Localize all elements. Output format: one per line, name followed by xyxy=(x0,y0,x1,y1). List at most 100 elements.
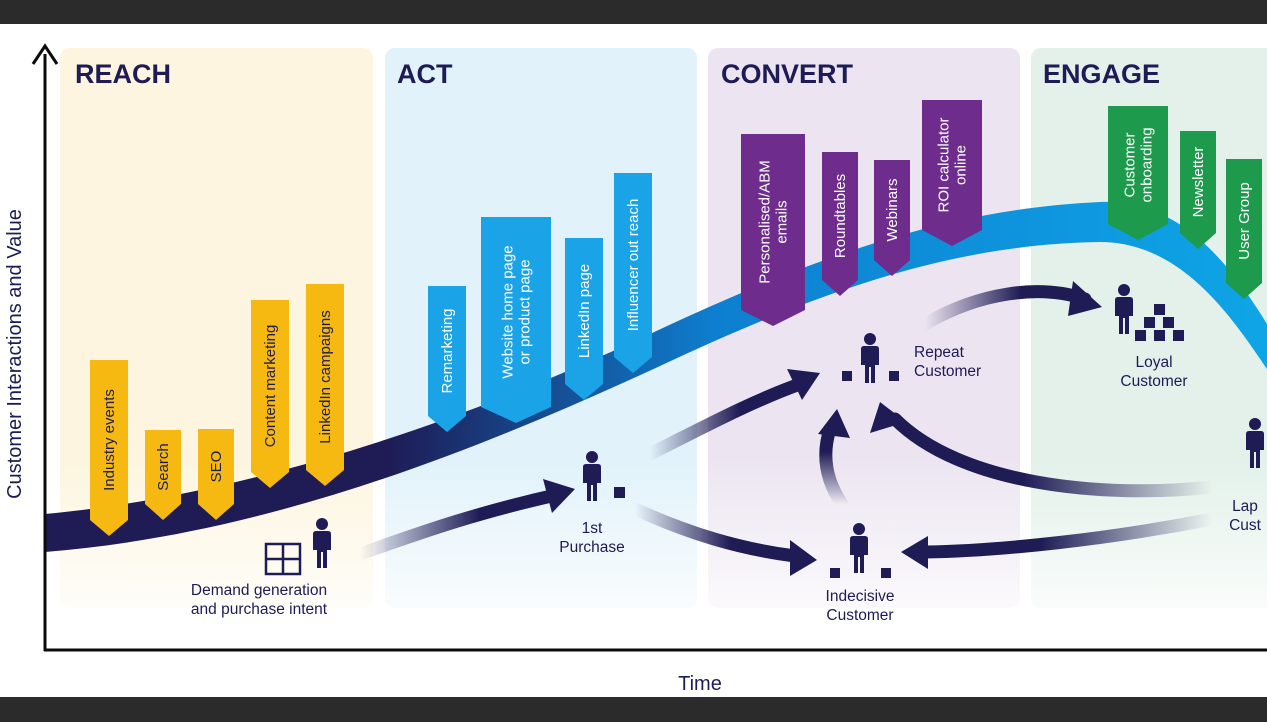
arrow-first-to-repeat xyxy=(643,377,807,461)
y-axis-arrow-icon xyxy=(31,43,59,65)
convert-tag-4: ROI calculatoronline xyxy=(922,100,982,246)
engage-tag-1: Customeronboarding xyxy=(1108,106,1168,240)
convert-tag-2: Roundtables xyxy=(822,152,858,296)
y-axis-label: Customer Interactions and Value xyxy=(4,209,26,499)
reach-tag-label: Industry events xyxy=(101,389,118,491)
convert-tag-shape xyxy=(822,152,858,296)
reach-tag-label: SEO xyxy=(208,451,225,483)
engage-tag-shape xyxy=(1180,131,1216,249)
reach-tag-shape xyxy=(90,360,128,536)
arrow-demand-to-first xyxy=(353,487,567,561)
stack-block xyxy=(1173,330,1184,341)
convert-tag-label: Personalised/ABMemails xyxy=(757,160,791,283)
reach-tag-shape xyxy=(251,300,289,488)
person-with-block-stack-icon xyxy=(1115,284,1133,334)
convert-tag-1: Personalised/ABMemails xyxy=(741,134,805,326)
person-with-block-icon xyxy=(583,451,601,501)
block-stack-icon xyxy=(1135,304,1184,341)
act-tag-shape xyxy=(428,286,466,432)
act-tag-label: LinkedIn page xyxy=(576,264,593,358)
arrow-lapsed-to-indecisive-head xyxy=(901,536,928,569)
x-axis-label: Time xyxy=(678,673,722,695)
reach-tag-label: Content marketing xyxy=(262,325,279,448)
stack-block xyxy=(1154,330,1165,341)
reach-tag-shape xyxy=(198,429,234,520)
engage-tag-label: User Group xyxy=(1236,182,1253,260)
engage-tag-2: Newsletter xyxy=(1180,131,1216,249)
convert-tag-label: ROI calculatoronline xyxy=(936,117,970,212)
act-tag-shape xyxy=(565,238,603,400)
reach-tag-2: Search xyxy=(145,430,181,520)
person-icon xyxy=(1246,418,1264,468)
block-icon xyxy=(614,487,625,498)
act-tag-1: Remarketing xyxy=(428,286,466,432)
act-tag-2: Website home pageor product page xyxy=(481,217,551,423)
convert-tag-shape xyxy=(922,100,982,246)
act-title: ACT xyxy=(397,59,453,89)
convert-tag-shape xyxy=(874,160,910,276)
act-tag-shape xyxy=(614,173,652,373)
stack-block xyxy=(1163,317,1174,328)
block-icon xyxy=(881,568,891,578)
channel-tags: Industry events Search SEO Content marketin… xyxy=(90,100,1262,536)
reach-tag-4: Content marketing xyxy=(251,300,289,488)
person-with-blocks-icon xyxy=(850,523,868,573)
block-icon xyxy=(830,568,840,578)
top-letterbox xyxy=(0,0,1267,24)
arrow-repeat-to-loyal-head xyxy=(1068,281,1102,316)
block-icon xyxy=(842,371,852,381)
flow-arrows xyxy=(353,281,1219,576)
engage-tag-label: Customeronboarding xyxy=(1122,127,1156,202)
act-tag-label: Website home pageor product page xyxy=(500,245,534,378)
act-tag-4: Influencer out reach xyxy=(614,173,652,373)
arrow-first-to-indecisive xyxy=(628,502,802,563)
arrow-indecisive-to-repeat-head xyxy=(818,409,850,438)
arrow-lapsed-to-repeat xyxy=(888,412,1219,498)
act-tag-3: LinkedIn page xyxy=(565,238,603,400)
person-with-grid-icon xyxy=(313,518,331,568)
person-with-blocks-icon xyxy=(861,333,879,383)
grid-icon xyxy=(264,542,302,576)
reach-tag-1: Industry events xyxy=(90,360,128,536)
engage-tag-label: Newsletter xyxy=(1190,147,1207,218)
arrow-repeat-to-loyal xyxy=(918,285,1092,331)
stack-block xyxy=(1154,304,1165,315)
reach-tag-label: LinkedIn campaigns xyxy=(317,310,334,443)
reach-tag-3: SEO xyxy=(198,429,234,520)
arrow-indecisive-to-repeat xyxy=(819,422,849,511)
stack-block xyxy=(1135,330,1146,341)
arrow-first-to-indecisive-head xyxy=(790,540,817,576)
stack-block xyxy=(1144,317,1155,328)
convert-tag-label: Roundtables xyxy=(832,174,849,258)
diagram-canvas: REACH ACT CONVERT ENGAGE Customer Intera… xyxy=(0,24,1267,697)
engage-tag-3: User Group xyxy=(1226,159,1262,299)
reach-tag-5: LinkedIn campaigns xyxy=(306,284,344,486)
engage-tag-shape xyxy=(1226,159,1262,299)
act-tag-shape xyxy=(481,217,551,423)
block-icon xyxy=(889,371,899,381)
convert-tag-label: Webinars xyxy=(884,178,901,241)
convert-tag-shape xyxy=(741,134,805,326)
arrow-lapsed-to-indecisive xyxy=(918,512,1219,559)
act-tag-label: Influencer out reach xyxy=(625,199,642,332)
value-curve xyxy=(45,201,1267,552)
engage-tag-shape xyxy=(1108,106,1168,240)
reach-title: REACH xyxy=(75,59,171,89)
arrow-lapsed-to-repeat-head xyxy=(870,402,906,433)
engage-title: ENGAGE xyxy=(1043,59,1160,89)
convert-tag-3: Webinars xyxy=(874,160,910,276)
journey-svg: REACH ACT CONVERT ENGAGE Customer Intera… xyxy=(4,43,1267,695)
convert-title: CONVERT xyxy=(721,59,854,89)
act-tag-label: Remarketing xyxy=(439,308,456,393)
